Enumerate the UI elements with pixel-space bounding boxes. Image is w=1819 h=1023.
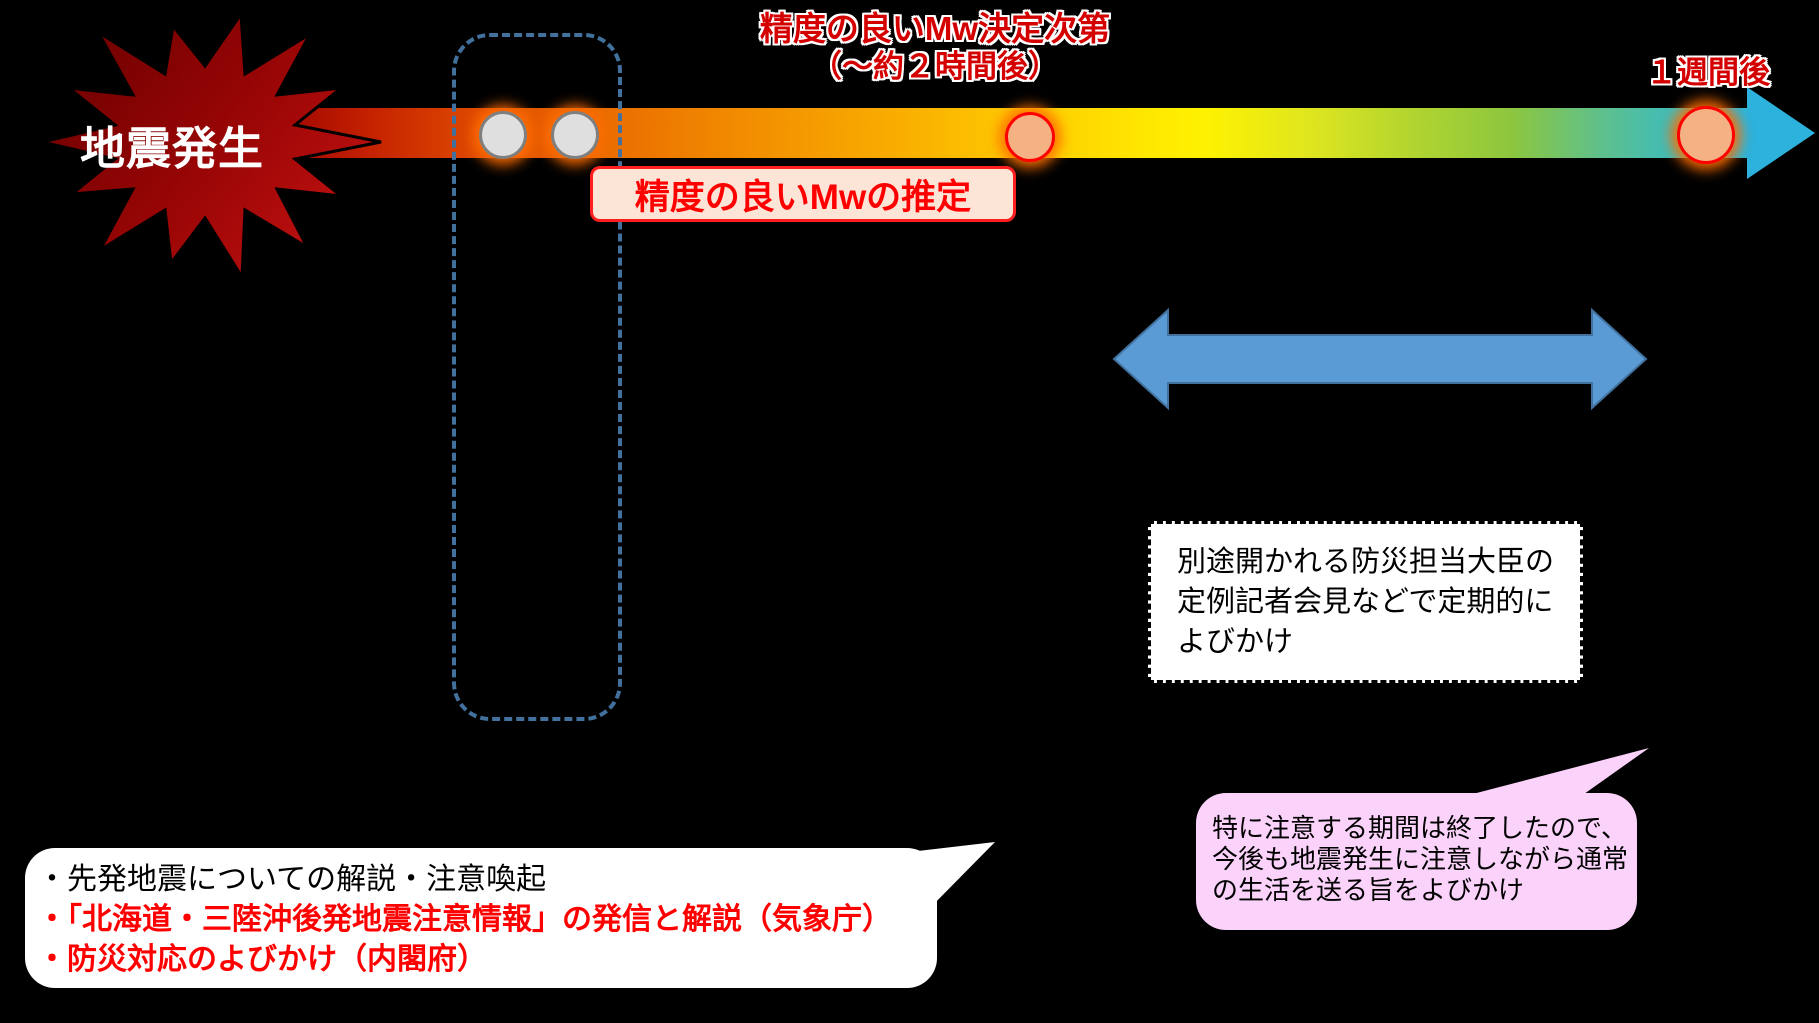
mw-decision-note-line2: （～約２時間後） [811, 49, 1059, 84]
initial-response-item-1: ・先発地震についての解説・注意喚起 [37, 863, 547, 896]
end-of-period-bubble: 特に注意する期間は終了したので、 今後も地震発生に注意しながら通常 の生活を送る… [1196, 793, 1637, 930]
mw-estimation-label: 精度の良いMwの推定 [634, 177, 972, 217]
initial-response-bubble: ・先発地震についての解説・注意喚起 ・「北海道・三陸沖後発地震注意情報」の発信と… [25, 848, 937, 988]
milestone-dot-second-info [551, 111, 599, 159]
mw-decision-note-line1: 精度の良いMw決定次第 [759, 10, 1111, 47]
pink-bubble-tail-icon [1465, 748, 1649, 799]
end-of-period-line2: 今後も地震発生に注意しながら通常 [1212, 844, 1629, 874]
milestone-dot-first-info [479, 111, 527, 159]
periodic-briefing-line2: 定例記者会見などで定期的に [1177, 586, 1554, 618]
periodic-briefing-box: 別途開かれる防災担当大臣の 定例記者会見などで定期的に よびかけ [1148, 521, 1583, 683]
periodic-briefing-line1: 別途開かれる防災担当大臣の [1177, 546, 1555, 578]
mw-estimation-box: 精度の良いMwの推定 [590, 166, 1016, 222]
one-week-label: １週間後 [1646, 55, 1770, 90]
periodic-briefing-line3: よびかけ [1177, 626, 1294, 658]
initial-response-item-3: ・防災対応のよびかけ（内閣府） [37, 943, 487, 976]
milestone-dot-one-week [1677, 106, 1735, 164]
end-of-period-line1: 特に注意する期間は終了したので、 [1212, 813, 1627, 843]
mw-decision-note: 精度の良いMw決定次第 （～約２時間後） [690, 10, 1180, 86]
milestone-dot-mw-determined [1005, 112, 1055, 162]
initial-response-item-2: ・「北海道・三陸沖後発地震注意情報」の発信と解説（気象庁） [37, 903, 892, 936]
earthquake-burst-icon [41, 9, 382, 282]
end-of-period-line3: の生活を送る旨をよびかけ [1212, 875, 1525, 905]
attention-period-dashed-window [452, 33, 622, 721]
burst-label: 地震発生 [80, 123, 265, 174]
double-arrow-icon [1112, 307, 1648, 411]
timeline-arrowhead-icon [1747, 87, 1815, 179]
